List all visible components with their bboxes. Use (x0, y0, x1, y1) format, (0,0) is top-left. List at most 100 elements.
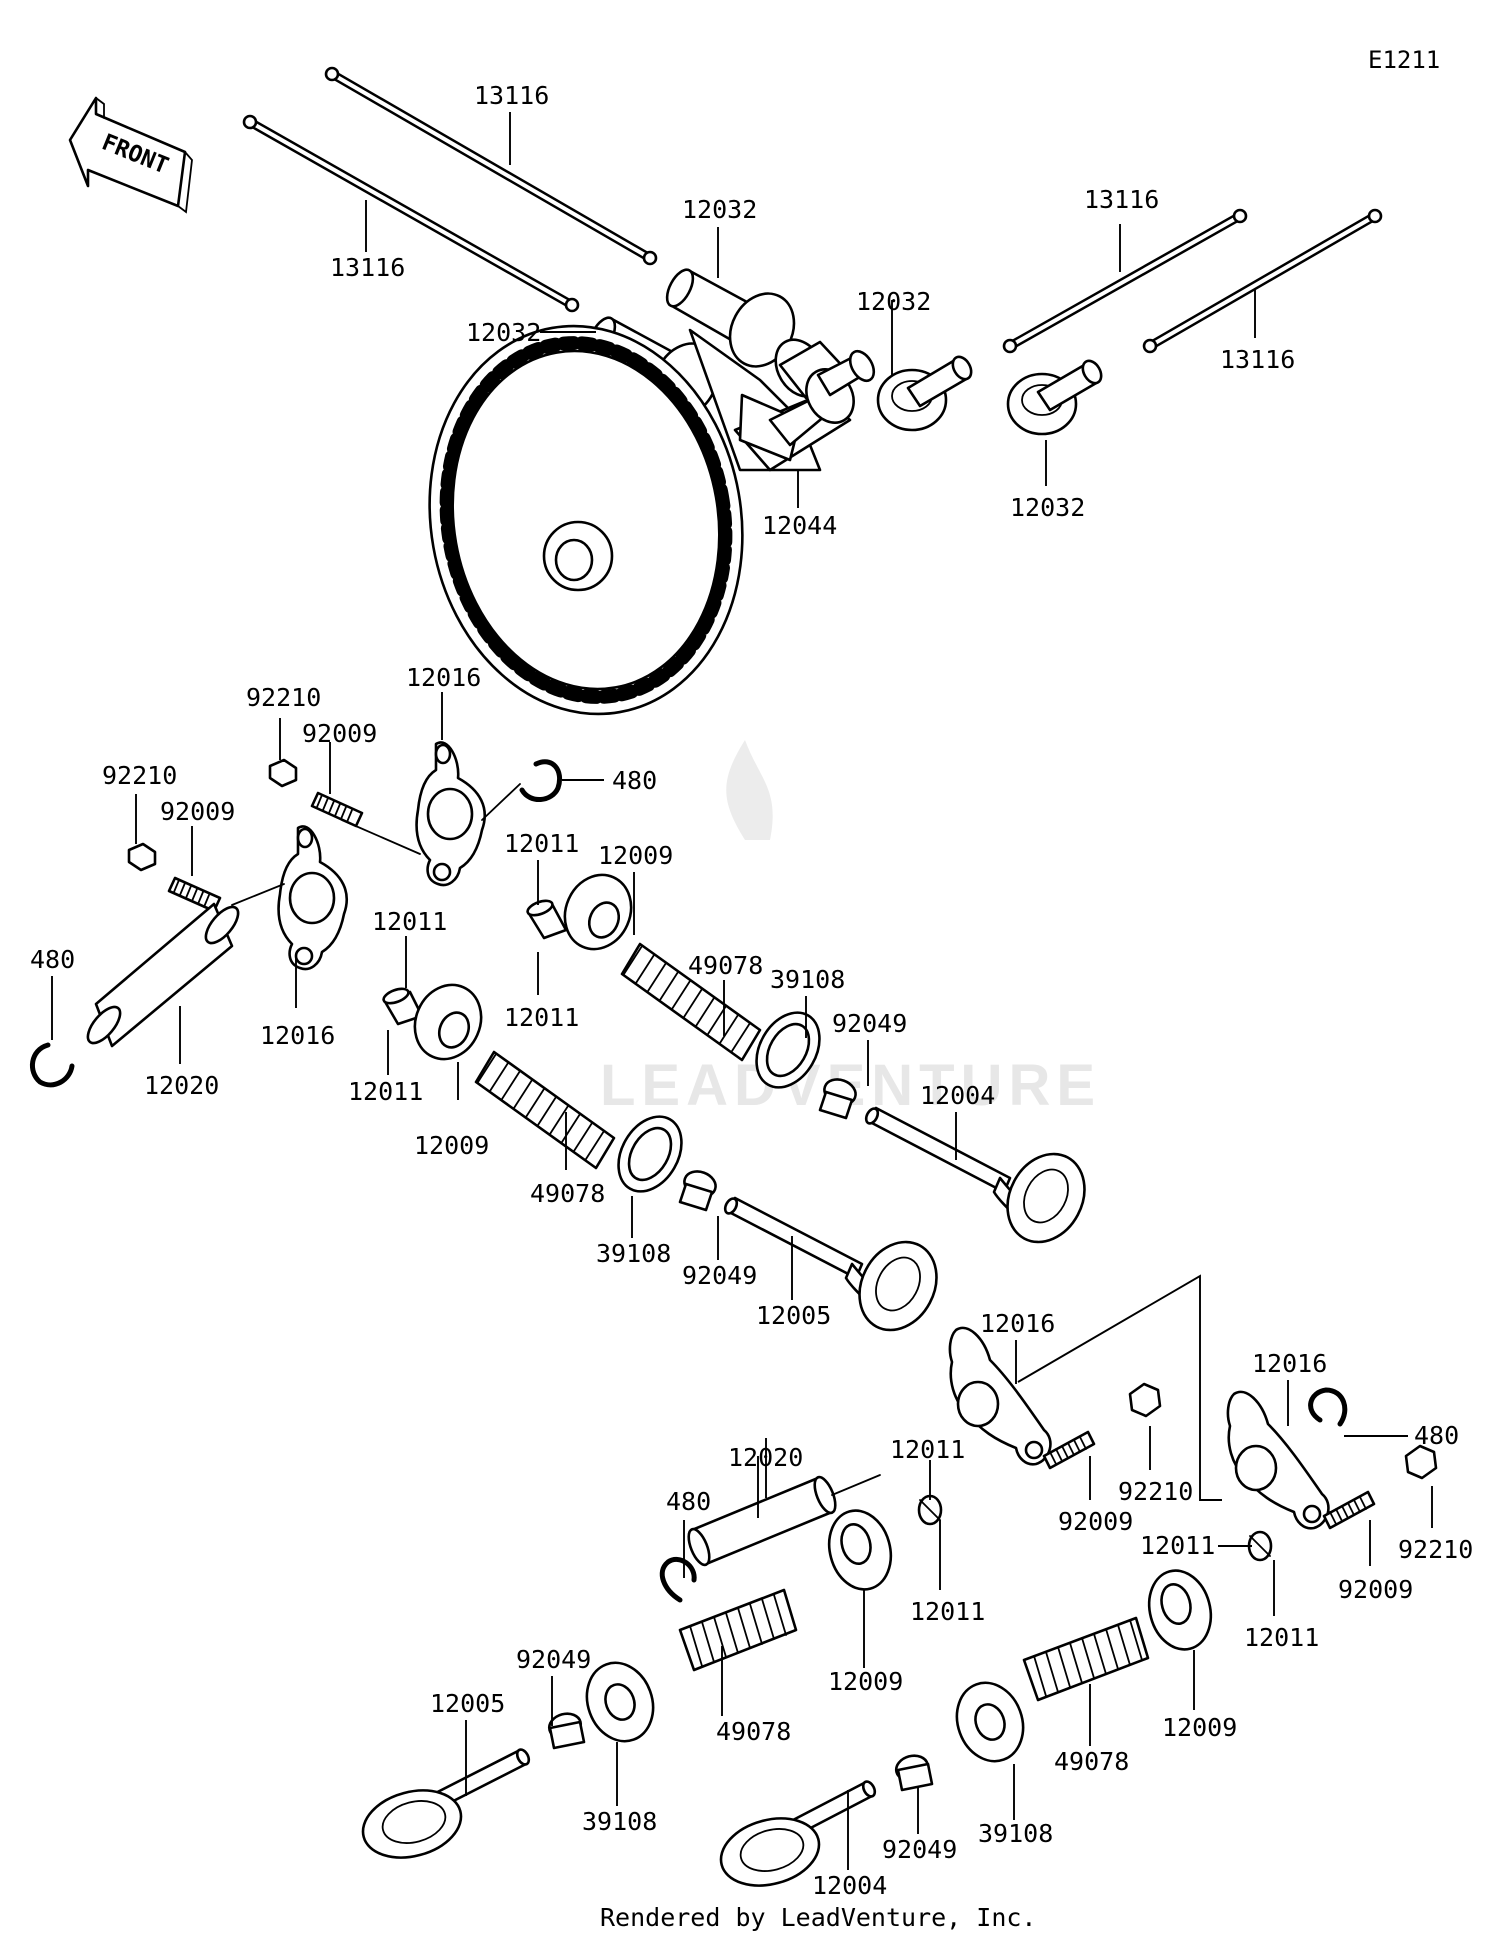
rocker-arm (277, 825, 349, 971)
part-label: 39108 (596, 1239, 671, 1268)
part-label: 12016 (406, 663, 481, 692)
part-label: 92049 (682, 1261, 757, 1290)
part-label: 480 (612, 766, 657, 795)
part-label: 49078 (716, 1717, 791, 1746)
part-label: 92049 (832, 1009, 907, 1038)
part-label: 12032 (682, 195, 757, 224)
push-rod (324, 66, 658, 266)
part-label: 12009 (828, 1667, 903, 1696)
part-label: 49078 (688, 951, 763, 980)
valve-spring (678, 1588, 798, 1672)
front-arrow-icon: FRONT (68, 96, 193, 214)
circlip (30, 1042, 75, 1088)
part-label: 39108 (770, 965, 845, 994)
valve-spring (620, 942, 762, 1062)
intake-valve (361, 1748, 531, 1859)
valve-stem-seal (818, 1078, 857, 1120)
spring-seat (955, 1681, 1025, 1763)
part-label: 49078 (530, 1179, 605, 1208)
part-label: 12011 (1244, 1623, 1319, 1652)
spring-seat (585, 1661, 655, 1743)
part-label: 92009 (1338, 1575, 1413, 1604)
circlip (519, 759, 562, 802)
valve-collet (917, 1494, 943, 1526)
part-label: 92210 (102, 761, 177, 790)
valve-stem-seal (547, 1712, 586, 1750)
exhaust-valve (719, 1780, 877, 1887)
part-label: 13116 (1084, 185, 1159, 214)
part-label: 92210 (1398, 1535, 1473, 1564)
adjuster-stud (1322, 1490, 1376, 1530)
adjuster-stud (310, 791, 364, 828)
adjuster-stud (1042, 1430, 1096, 1470)
part-label: 12016 (980, 1309, 1055, 1338)
part-label: 12009 (598, 841, 673, 870)
part-label: 12020 (144, 1071, 219, 1100)
part-label: 12044 (762, 511, 837, 540)
part-label: 39108 (978, 1819, 1053, 1848)
part-label: 12032 (466, 318, 541, 347)
spring-seat (755, 1011, 821, 1089)
part-label: 12011 (348, 1077, 423, 1106)
valve-spring (474, 1050, 616, 1170)
spring-retainer (563, 873, 633, 951)
rocker-nut (1128, 1382, 1162, 1418)
part-label: 480 (666, 1487, 711, 1516)
rocker-arm (1226, 1390, 1330, 1530)
part-label: 92049 (882, 1835, 957, 1864)
part-label: 12009 (414, 1131, 489, 1160)
part-label: 12005 (756, 1301, 831, 1330)
valve-collet (1247, 1530, 1273, 1562)
part-label: 92009 (302, 719, 377, 748)
valve-stem-seal (894, 1754, 934, 1792)
camshaft-gear (428, 324, 876, 716)
part-label: 49078 (1054, 1747, 1129, 1776)
leader-lines (51, 112, 1433, 1870)
render-credit: Rendered by LeadVenture, Inc. (600, 1903, 1037, 1932)
part-label: 12011 (910, 1597, 985, 1626)
part-label: 12004 (812, 1871, 887, 1900)
part-labels: 13116 13116 13116 13116 12032 12032 1203… (30, 81, 1473, 1900)
rocker-arm (415, 741, 487, 887)
part-label: 92210 (246, 683, 321, 712)
part-label: 92009 (160, 797, 235, 826)
part-label: 12005 (430, 1689, 505, 1718)
part-label: 480 (1414, 1421, 1459, 1450)
part-label: 13116 (1220, 345, 1295, 374)
exhaust-valve (864, 1106, 1086, 1244)
part-label: 12004 (920, 1081, 995, 1110)
part-label: 12011 (1140, 1531, 1215, 1560)
circlip (1308, 1387, 1348, 1427)
rocker-nut (127, 842, 157, 872)
rocker-shaft (687, 1475, 837, 1567)
part-label: 39108 (582, 1807, 657, 1836)
part-label: 12011 (372, 907, 447, 936)
rocker-shaft (86, 902, 240, 1048)
circlip (659, 1556, 697, 1603)
part-label: 12020 (728, 1443, 803, 1472)
valve-lifter (876, 355, 973, 432)
part-label: 12016 (1252, 1349, 1327, 1378)
rocker-arm (948, 1326, 1052, 1466)
rocker-nut (268, 758, 298, 788)
part-label: 12009 (1162, 1713, 1237, 1742)
part-label: 480 (30, 945, 75, 974)
diagram-reference-code: E1211 (1368, 46, 1440, 74)
push-rod (1002, 208, 1248, 354)
part-label: 12011 (504, 1003, 579, 1032)
part-label: 92049 (516, 1645, 591, 1674)
part-label: 12011 (504, 829, 579, 858)
spring-retainer (413, 983, 483, 1061)
spring-retainer (827, 1509, 893, 1591)
part-label: 12032 (1010, 493, 1085, 522)
valve-lifter (1006, 359, 1103, 436)
intake-valve (723, 1196, 938, 1332)
push-rod (1142, 208, 1383, 354)
part-label: 13116 (330, 253, 405, 282)
spring-retainer (1147, 1569, 1213, 1651)
part-label: 92210 (1118, 1477, 1193, 1506)
valve-stem-seal (678, 1170, 717, 1212)
valve-spring (1022, 1616, 1150, 1702)
part-label: 13116 (474, 81, 549, 110)
